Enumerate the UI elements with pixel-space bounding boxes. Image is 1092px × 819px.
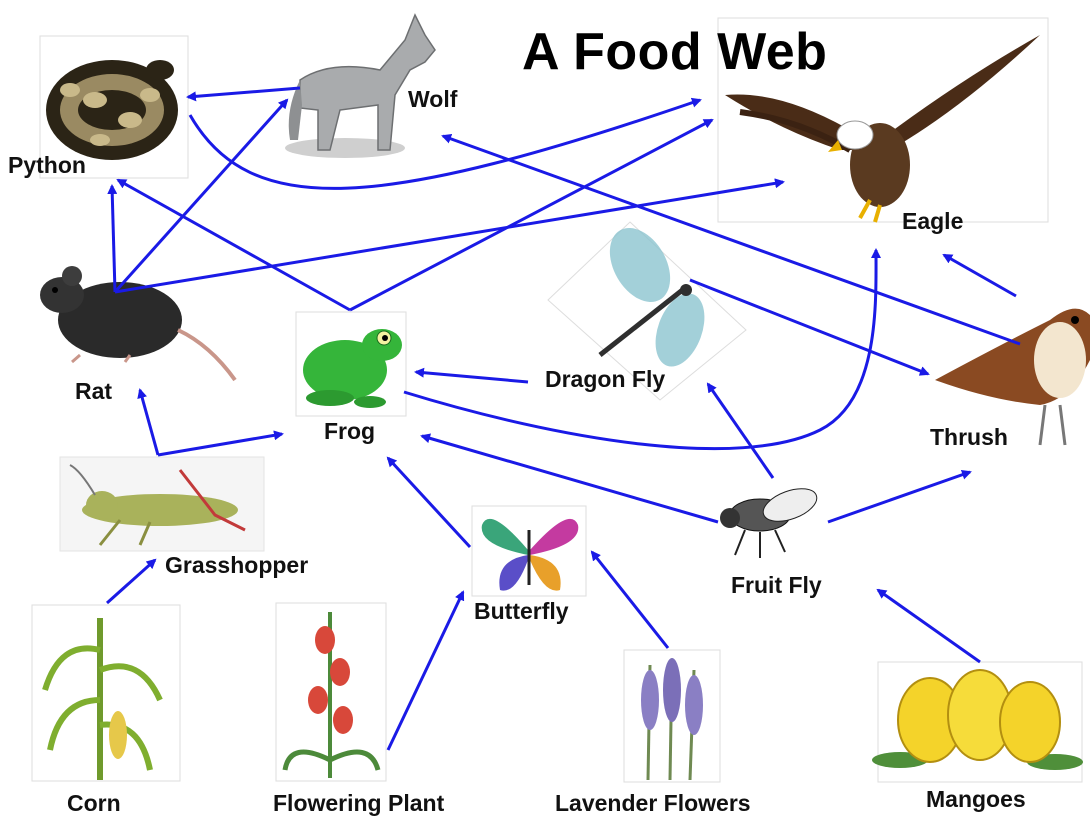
arrow-mangoes-to-fruit-fly [878, 590, 980, 662]
arrow-grasshopper-to-frog [158, 434, 282, 455]
arrow-python-to-eagle [190, 100, 700, 188]
arrow-fruit-fly-to-thrush [828, 472, 970, 522]
arrow-flowering-plant-to-butterfly [388, 592, 463, 750]
label-flowering-plant: Flowering Plant [273, 790, 444, 817]
arrow-dragon-fly-to-thrush [690, 280, 928, 374]
label-rat: Rat [75, 378, 112, 405]
label-mangoes: Mangoes [926, 786, 1026, 813]
label-wolf: Wolf [408, 86, 457, 113]
label-corn: Corn [67, 790, 121, 817]
label-eagle: Eagle [902, 208, 963, 235]
arrow-thrush-to-wolf [443, 136, 1020, 344]
arrow-corn-to-grasshopper [107, 560, 155, 603]
label-python: Python [8, 152, 86, 179]
label-thrush: Thrush [930, 424, 1008, 451]
arrow-fruit-fly-to-dragon-fly [708, 384, 773, 478]
arrow-frog-to-eagle [350, 120, 712, 310]
label-lavender-flowers: Lavender Flowers [555, 790, 751, 817]
arrow-fruit-fly-to-frog [422, 436, 718, 522]
arrow-lavender-flowers-to-butterfly [592, 552, 668, 648]
label-dragonfly: Dragon Fly [545, 366, 665, 393]
label-butterfly: Butterfly [474, 598, 569, 625]
arrow-rat-to-wolf [115, 100, 287, 292]
arrow-butterfly-to-frog [388, 458, 470, 547]
arrow-frog-to-python [118, 180, 350, 310]
arrow-rat-to-python [112, 186, 115, 292]
label-grasshopper: Grasshopper [165, 552, 308, 579]
arrow-grasshopper-to-rat [140, 390, 158, 455]
diagram-title: A Food Web [522, 22, 827, 82]
label-frog: Frog [324, 418, 375, 445]
label-fruitfly: Fruit Fly [731, 572, 822, 599]
arrow-frog-to-eagle-curve [404, 250, 876, 449]
arrow-dragon-fly-to-frog [416, 372, 528, 382]
arrow-rat-to-eagle [115, 182, 783, 292]
arrow-wolf-to-python [188, 88, 300, 97]
arrow-thrush-to-eagle [944, 255, 1016, 296]
